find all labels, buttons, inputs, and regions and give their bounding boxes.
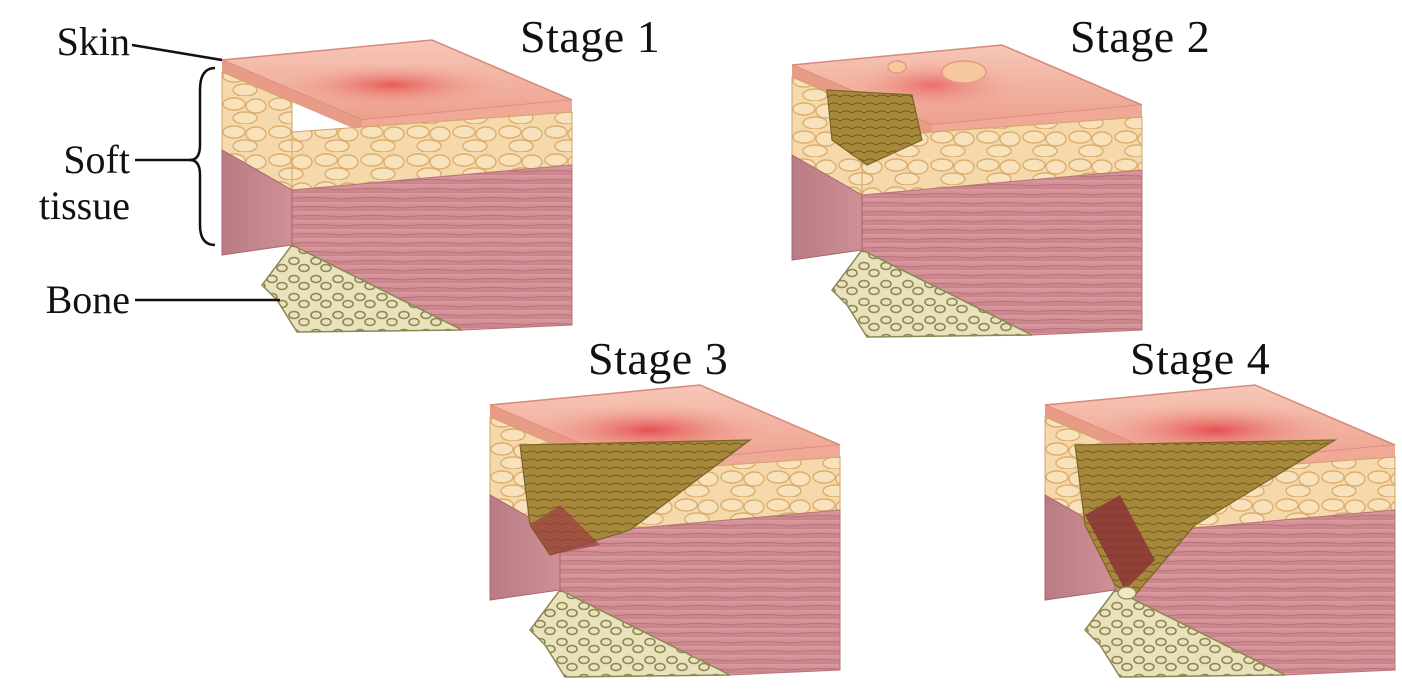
- stage-4-title: Stage 4: [1130, 332, 1270, 385]
- stage-1-redness: [282, 63, 502, 107]
- blister-small: [888, 61, 906, 73]
- stage-3-title: Stage 3: [588, 332, 728, 385]
- stage-1-block: [222, 40, 572, 332]
- stage-3-block: [490, 385, 840, 677]
- soft-tissue-label-line1: Soft: [30, 140, 130, 180]
- skin-label: Skin: [30, 22, 130, 62]
- stage-2-block: [792, 45, 1142, 337]
- blister-large: [942, 61, 986, 83]
- stage-4-block: [1045, 385, 1395, 677]
- stage-4-bone-exposure: [1118, 587, 1136, 599]
- soft-tissue-bracket: [190, 68, 215, 245]
- skin-leader-line: [132, 45, 222, 60]
- stage-2-title: Stage 2: [1070, 10, 1210, 63]
- bone-label: Bone: [20, 280, 130, 320]
- stage-1-title: Stage 1: [520, 10, 660, 63]
- soft-tissue-label-line2: tissue: [20, 186, 130, 226]
